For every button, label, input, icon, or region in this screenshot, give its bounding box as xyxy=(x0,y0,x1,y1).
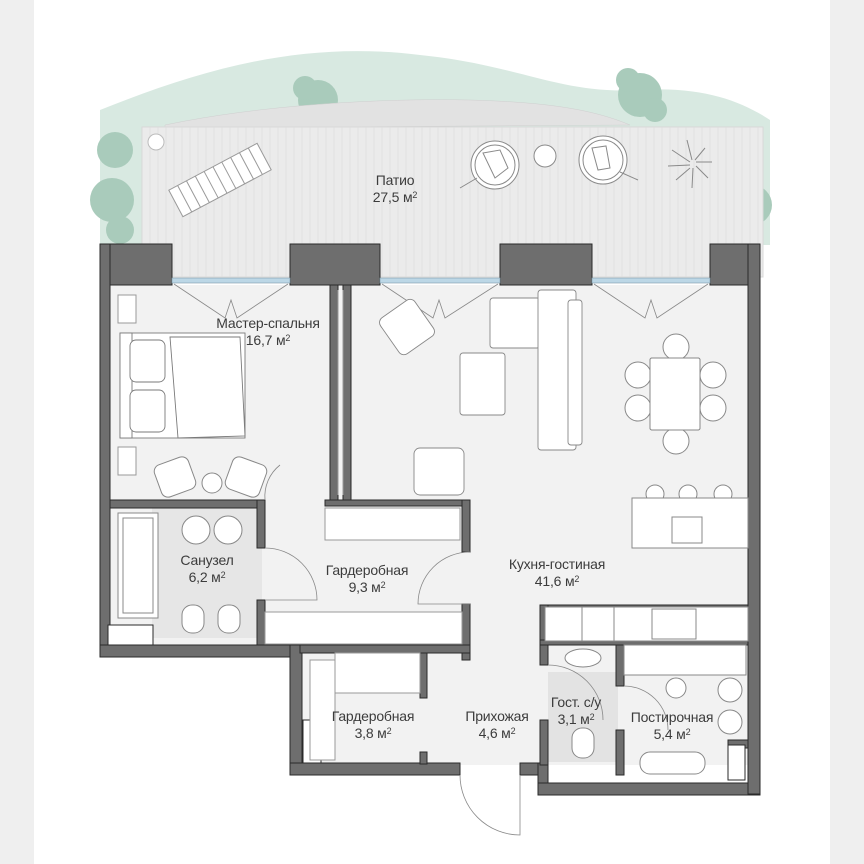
armchair-icon xyxy=(153,456,268,498)
laundry-tub-icon xyxy=(639,751,706,775)
room-label-master-bedroom: Мастер-спальня 16,7 м2 xyxy=(216,315,320,349)
dining-table-icon xyxy=(624,333,727,455)
sun-lounger-icon xyxy=(168,142,272,218)
bed-icon xyxy=(119,332,246,439)
room-name: Патио xyxy=(375,172,415,188)
walls xyxy=(99,243,761,796)
wc-toilet-icon xyxy=(571,727,595,759)
room-area: 16,7 м2 xyxy=(245,332,291,348)
room-area: 41,6 м2 xyxy=(534,573,580,589)
room-area: 9,3 м2 xyxy=(348,579,386,595)
room-name: Кухня-гостиная xyxy=(508,556,606,572)
wc-sink-icon xyxy=(564,648,602,668)
room-name: Гост. с/у xyxy=(550,694,602,710)
room-name: Прихожая xyxy=(465,708,529,724)
sink-icon xyxy=(181,515,243,545)
room-name: Мастер-спальня xyxy=(216,315,320,331)
kitchen-counter-icon xyxy=(544,606,749,642)
room-name: Санузел xyxy=(180,552,234,568)
room-label-patio: Патио 27,5 м2 xyxy=(372,172,418,206)
room-area: 3,1 м2 xyxy=(557,711,595,727)
room-label-kitchen-living: Кухня-гостиная 41,6 м2 xyxy=(509,556,605,590)
room-label-guest-wc: Гост. с/у 3,1 м2 xyxy=(551,694,601,728)
side-table-icon xyxy=(147,133,165,151)
nightstand-icon xyxy=(117,294,137,476)
room-label-walk-in-closet-large: Гардеробная 9,3 м2 xyxy=(326,562,409,596)
room-area: 4,6 м2 xyxy=(478,725,516,741)
lounge-chair-icon xyxy=(459,135,639,190)
room-area: 6,2 м2 xyxy=(188,569,226,585)
boiler-icon xyxy=(665,677,687,699)
room-name: Гардеробная xyxy=(325,562,409,578)
room-name: Постирочная xyxy=(630,709,714,725)
room-label-laundry: Постирочная 5,4 м2 xyxy=(631,709,714,743)
room-label-bathroom: Санузел 6,2 м2 xyxy=(180,552,233,586)
room-area: 3,8 м2 xyxy=(354,725,392,741)
laundry-shelf xyxy=(623,644,747,676)
room-name: Гардеробная xyxy=(331,708,415,724)
dryer-icon xyxy=(717,709,743,735)
room-label-hallway: Прихожая 4,6 м2 xyxy=(465,708,528,742)
room-area: 27,5 м2 xyxy=(372,189,418,205)
closet-rail xyxy=(264,507,463,761)
kitchen-island-icon xyxy=(631,484,749,549)
plant-icon xyxy=(667,139,712,189)
bathtub-icon xyxy=(117,512,159,619)
washer-icon xyxy=(717,677,743,703)
window-glass xyxy=(171,277,711,284)
sofa-icon xyxy=(379,289,583,496)
toilet-icon xyxy=(181,604,241,634)
door-swings xyxy=(264,464,669,836)
room-area: 5,4 м2 xyxy=(653,726,691,742)
room-label-walk-in-closet-small: Гардеробная 3,8 м2 xyxy=(332,708,415,742)
